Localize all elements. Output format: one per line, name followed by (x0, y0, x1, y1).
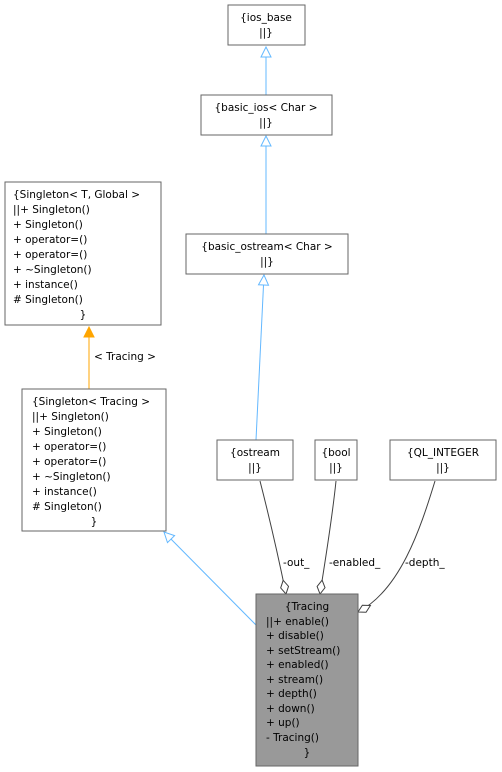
node-singleton-t-member: + operator=() (13, 234, 87, 246)
node-ostream-line: ||} (248, 462, 262, 474)
node-singleton-tracing-member: + instance() (32, 486, 97, 498)
node-ql-integer: {QL_INTEGER ||} (407, 447, 479, 474)
node-bool-line: ||} (329, 462, 343, 474)
node-singleton-tracing-member: # Singleton() (32, 501, 102, 513)
node-singleton-tracing-member: ||+ Singleton() (32, 411, 109, 423)
edge-tracing-to-singleton-tracing (164, 532, 257, 626)
node-tracing-member: + down() (266, 703, 315, 715)
node-singleton-tracing-member: + operator=() (32, 456, 106, 468)
label-template-binding: < Tracing > (94, 351, 156, 363)
node-singleton-tracing-member: + Singleton() (32, 426, 102, 438)
node-tracing: {Tracing ||+ enable() + disable() + setS… (266, 601, 340, 759)
node-ios-base-line: ||} (259, 27, 273, 39)
node-tracing-member: ||+ enable() (266, 616, 329, 628)
node-singleton-tracing-member: + ~Singleton() (32, 471, 111, 483)
node-singleton-t-member: + Singleton() (13, 219, 83, 231)
node-basic-ios-line: ||} (259, 117, 273, 129)
node-basic-ostream-box (185, 233, 349, 275)
node-singleton-tracing: {Singleton< Tracing > ||+ Singleton() + … (32, 396, 150, 528)
node-tracing-member: + setStream() (266, 645, 340, 657)
node-ostream: {ostream ||} (230, 447, 280, 474)
node-singleton-t-box (4, 181, 162, 326)
node-tracing-member: + up() (266, 717, 300, 729)
node-singleton-t-member: # Singleton() (13, 294, 83, 306)
label-enabled: -enabled_ (329, 557, 381, 569)
node-singleton-t-title: {Singleton< T, Global > (13, 189, 140, 201)
edge-out-usage (259, 480, 290, 595)
node-singleton-t-member: + ~Singleton() (13, 264, 92, 276)
node-bool-line: {bool (321, 447, 350, 459)
label-depth: -depth_ (405, 557, 445, 569)
node-basic-ostream-line: {basic_ostream< Char > (201, 241, 332, 253)
node-bool-box (314, 439, 358, 481)
node-singleton-tracing-box (21, 388, 167, 532)
node-basic-ostream-line: ||} (260, 256, 274, 268)
node-singleton-tracing-title: {Singleton< Tracing > (32, 396, 150, 408)
node-singleton-t: {Singleton< T, Global > ||+ Singleton() … (13, 189, 140, 321)
node-singleton-t-member: + instance() (13, 279, 78, 291)
node-basic-ios: {basic_ios< Char > ||} (214, 102, 317, 129)
node-tracing-close: } (304, 747, 311, 759)
node-singleton-t-close: } (80, 309, 87, 321)
node-tracing-title: {Tracing (285, 601, 329, 613)
node-ql-integer-box (389, 439, 497, 481)
node-bool: {bool ||} (321, 447, 350, 474)
node-basic-ostream: {basic_ostream< Char > ||} (201, 241, 332, 268)
node-ios-base: {ios_base ||} (240, 12, 292, 39)
node-ostream-line: {ostream (230, 447, 280, 459)
node-tracing-member: + enabled() (266, 659, 329, 671)
node-tracing-member: - Tracing() (266, 732, 319, 744)
node-ios-base-box (227, 4, 306, 46)
node-singleton-tracing-close: } (91, 516, 98, 528)
node-ostream-box (216, 439, 294, 481)
node-singleton-tracing-member: + operator=() (32, 441, 106, 453)
label-out: -out_ (283, 557, 310, 569)
node-tracing-member: + stream() (266, 674, 323, 686)
node-ql-integer-line: ||} (436, 462, 450, 474)
edge-depth-usage (357, 480, 436, 613)
node-ql-integer-line: {QL_INTEGER (407, 447, 479, 459)
node-singleton-t-member: + operator=() (13, 249, 87, 261)
edge-enabled-usage (316, 480, 337, 595)
edge-ostream-to-basic-ostream (255, 275, 264, 441)
node-tracing-member: + depth() (266, 688, 317, 700)
node-basic-ios-box (200, 94, 333, 136)
node-singleton-t-member: ||+ Singleton() (13, 204, 90, 216)
node-tracing-member: + disable() (266, 630, 324, 642)
node-tracing-box (255, 593, 359, 767)
node-ios-base-line: {ios_base (240, 12, 292, 24)
node-basic-ios-line: {basic_ios< Char > (214, 102, 317, 114)
